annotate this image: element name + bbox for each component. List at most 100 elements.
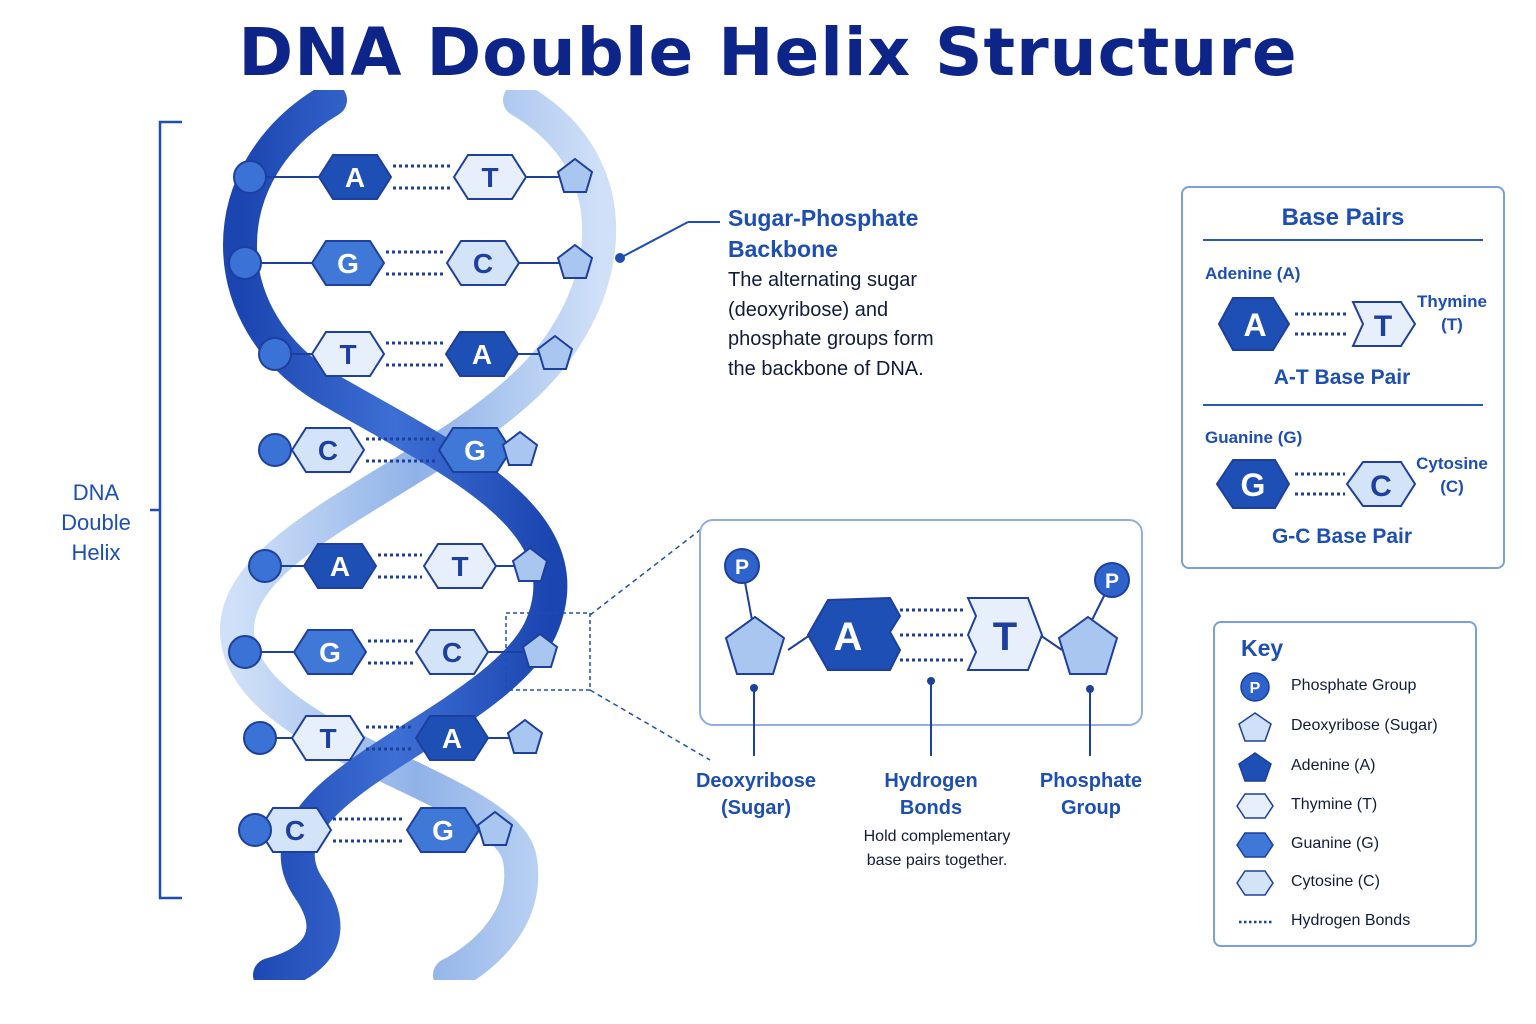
cytosine-letter: C [473, 248, 493, 279]
cytosine-name: Cytosine (C) [1412, 452, 1492, 498]
guanine-letter: G [1241, 467, 1266, 503]
thymine-shape [290, 715, 366, 761]
cytosine-icon [1236, 870, 1274, 896]
sugar-node [556, 243, 594, 279]
phosphate-node [243, 721, 277, 755]
key-label: Adenine (A) [1291, 757, 1376, 774]
thymine-letter: T [1374, 310, 1392, 343]
phosphate-node [228, 246, 262, 280]
detail-box [699, 519, 1143, 726]
key-item: Adenine (A) [1215, 751, 1475, 783]
hbonds-label-line: Hydrogen [884, 770, 978, 792]
guanine-shape [310, 240, 386, 286]
sugar-node [511, 546, 549, 582]
thymine-letter: T [339, 339, 356, 370]
zoom-box [505, 612, 591, 691]
sugar-pentagon [724, 615, 786, 675]
backbone-title: Sugar-Phosphate Backbone [728, 203, 988, 265]
hydrogen-bonds-icon [1239, 920, 1273, 924]
base-pairs-panel: Base Pairs Adenine (A) Thymine (T) A T A… [1181, 186, 1505, 569]
phosphate-node [248, 549, 282, 583]
adenine-icon [1238, 752, 1272, 782]
cytosine-shape [414, 629, 490, 675]
base-pairs-title: Base Pairs [1281, 204, 1405, 231]
phosphate-label-line: Phosphate [1039, 770, 1143, 792]
backbone-desc-line: The alternating sugar [728, 269, 918, 291]
phosphate-letter: P [735, 556, 749, 579]
helix-label-line: DNA [72, 480, 120, 505]
key-item: Cytosine (C) [1215, 867, 1475, 899]
key-label: Thymine (T) [1291, 796, 1378, 813]
guanine-letter: G [432, 815, 454, 846]
backbone-title-line: Sugar-Phosphate [728, 205, 919, 231]
gc-caption: G-C Base Pair [1271, 525, 1413, 548]
backbone-desc-line: phosphate groups form [728, 328, 934, 350]
adenine-shape [444, 331, 520, 377]
phosphate-icon: P [1240, 672, 1270, 702]
divider [1203, 239, 1483, 241]
helix-label-line: Double [61, 510, 131, 535]
cytosine-shape [257, 807, 333, 853]
thymine-shape [1351, 301, 1417, 347]
key-item: Deoxyribose (Sugar) [1215, 711, 1475, 743]
thymine-icon [1236, 793, 1274, 819]
thymine-name-line: (T) [1441, 315, 1463, 334]
key-label: Hydrogen Bonds [1291, 912, 1411, 929]
cytosine-letter: C [442, 637, 462, 668]
dark-strand [223, 90, 568, 980]
adenine-shape [414, 715, 490, 761]
phosphate-circle [724, 548, 760, 584]
sugar-label-line: (Sugar) [721, 797, 791, 819]
thymine-letter: T [481, 162, 498, 193]
phosphate-node [258, 433, 292, 467]
thymine-name: Thymine (T) [1412, 290, 1492, 336]
thymine-shape [422, 543, 498, 589]
phosphate-node [258, 337, 292, 371]
guanine-icon [1236, 832, 1274, 858]
divider [1203, 404, 1483, 406]
guanine-shape [1215, 459, 1291, 509]
adenine-letter: A [1243, 307, 1266, 343]
key-item: Thymine (T) [1215, 790, 1475, 822]
key-label: Cytosine (C) [1291, 873, 1380, 890]
phosphate-node [233, 160, 267, 194]
gc-pair-diagram: G C [1215, 459, 1417, 509]
key-item: Guanine (G) [1215, 829, 1475, 861]
sugar-node [556, 157, 594, 193]
sugar-pentagon [1057, 615, 1119, 675]
phosphate-label: Phosphate Group [1001, 768, 1181, 822]
phosphate-letter: P [1105, 570, 1119, 593]
sugar-node [476, 810, 514, 846]
backbone-desc-line: (deoxyribose) and [728, 298, 889, 321]
adenine-name: Adenine (A) [1205, 264, 1301, 283]
cytosine-shape [290, 427, 366, 473]
thymine-shape [966, 597, 1044, 671]
sugar-label: Deoxyribose (Sugar) [666, 768, 846, 822]
sugar-node [501, 430, 539, 466]
key-label: Deoxyribose (Sugar) [1291, 717, 1438, 734]
sugar-node [521, 632, 559, 668]
detail-diagram: P P A T [724, 548, 1130, 756]
thymine-letter: T [451, 551, 468, 582]
adenine-letter: A [472, 339, 492, 370]
hbonds-label-line: Bonds [899, 797, 963, 819]
hbonds-label: Hydrogen Bonds [841, 768, 1021, 822]
adenine-shape [806, 596, 902, 671]
at-pair-diagram: A T [1217, 297, 1417, 351]
adenine-letter: A [330, 551, 350, 582]
cytosine-shape [1345, 461, 1417, 507]
thymine-letter: T [993, 615, 1017, 659]
backbone-leader [615, 221, 720, 263]
hbonds-description: Hold complementary base pairs together. [827, 825, 1047, 873]
adenine-shape [317, 154, 393, 200]
helix-label: DNA Double Helix [40, 478, 152, 568]
key-label: Phosphate Group [1291, 677, 1417, 694]
helix-bracket [150, 120, 182, 900]
guanine-letter: G [337, 248, 359, 279]
key-label: Guanine (G) [1291, 835, 1380, 852]
key-title: Key [1241, 635, 1284, 661]
phosphate-letter: P [1250, 680, 1261, 697]
backbone-description: The alternating sugar (deoxyribose) and … [728, 266, 978, 384]
